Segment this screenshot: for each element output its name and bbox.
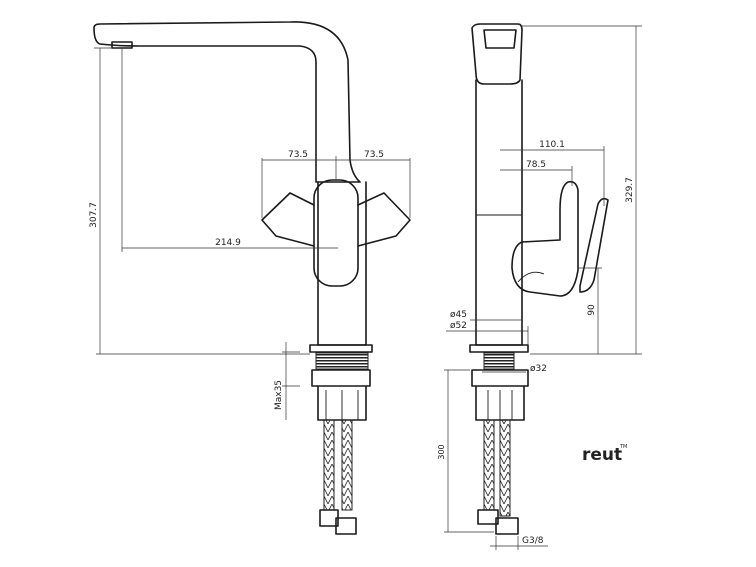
brand-name: reut [582,445,622,465]
front-hose-right [341,419,353,511]
dim-side-dia-base: ø52 [450,321,467,331]
side-lever [511,180,579,297]
dim-front-max-mount: Max35 [274,380,284,410]
side-spout [471,23,523,85]
front-aerator [111,41,133,49]
dim-side-reach-inner: 78.5 [526,160,546,170]
dim-side-thread: G3/8 [522,536,544,546]
dim-side-dia-shank: ø32 [530,364,547,374]
dim-side-dia-body: ø45 [450,310,467,320]
side-hose-left [483,419,495,511]
dim-front-handle-right: 73.5 [364,150,384,160]
front-base [309,344,373,353]
dim-front-reach: 214.9 [215,238,241,248]
front-lever [313,179,359,287]
side-view: 329.7 110.1 78.5 90 ø45 ø52 ø32 300 G3/8 [437,23,642,550]
dim-side-height: 329.7 [625,177,635,203]
dim-side-hose-length: 300 [437,444,446,459]
front-spout [93,21,361,183]
brand-trademark: TM [619,444,627,450]
front-nut [311,369,371,421]
dim-side-reach-outer: 110.1 [539,140,565,150]
dim-front-height: 307.7 [89,202,99,228]
front-view: 307.7 214.9 73.5 73.5 Max35 [89,21,411,535]
side-body [475,79,523,346]
front-handle-left [261,192,315,247]
front-hose-left [323,419,335,511]
dim-front-handle-left: 73.5 [288,150,308,160]
side-hose-right [499,419,511,517]
front-handle-right [357,192,411,247]
brand-logo: reut TM [582,444,627,465]
front-base-thread [315,352,369,370]
dim-side-lever-height: 90 [587,304,597,316]
